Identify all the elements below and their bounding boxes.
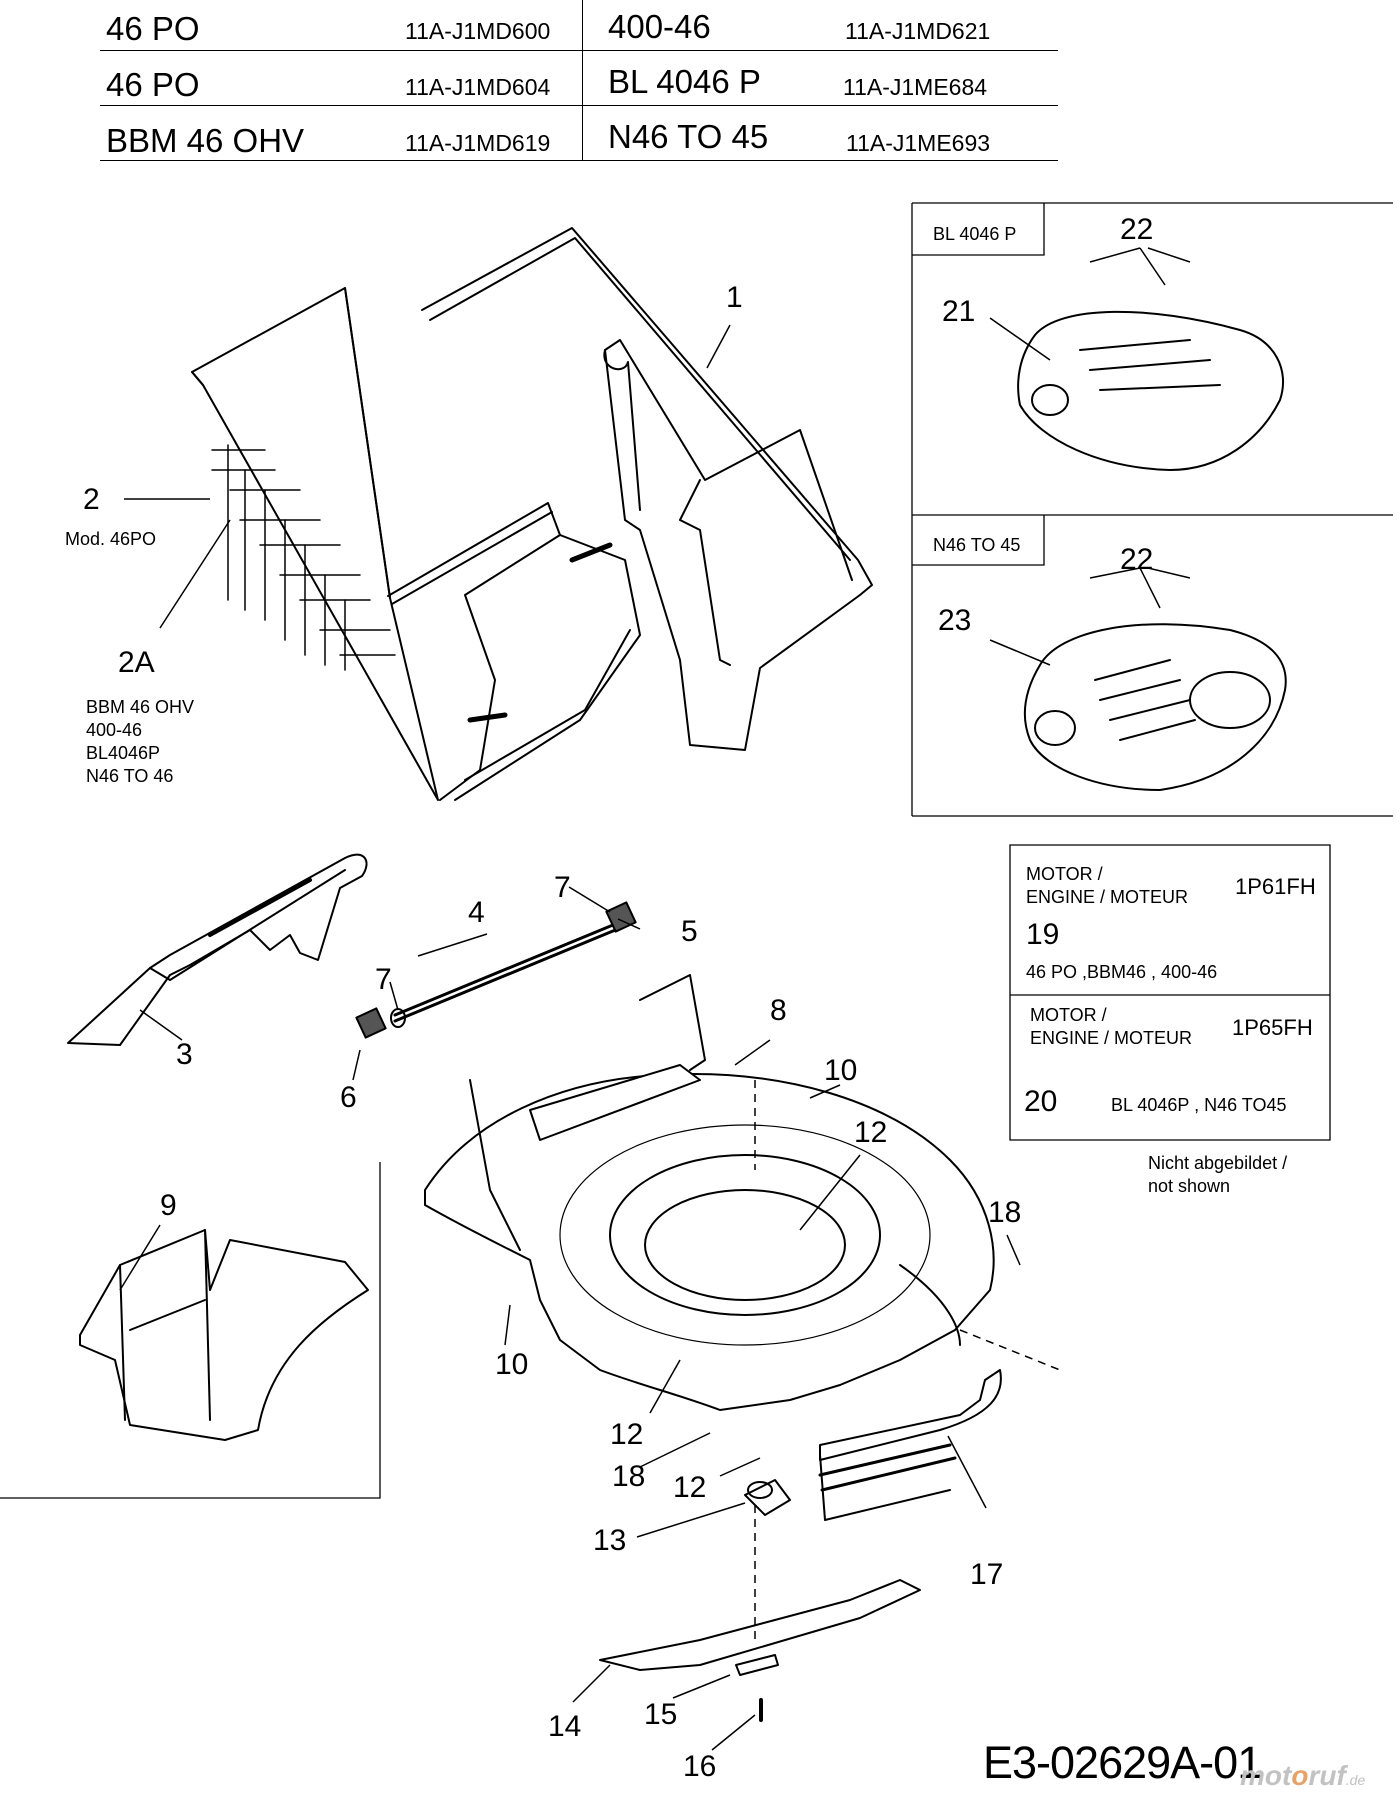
model-name: BBM 46 OHV [106, 122, 305, 159]
watermark-part: o [1291, 1760, 1309, 1791]
part-2a-model-list: BBM 46 OHV 400-46 BL4046P N46 TO 46 [86, 696, 194, 788]
model-name: 46 PO [106, 66, 200, 103]
callout-part-18: 18 [612, 1460, 646, 1493]
motor-models: BL 4046P , N46 TO45 [1111, 1095, 1287, 1115]
motor-label-line: MOTOR / [1030, 1005, 1107, 1025]
grass-bag-drawing [191, 287, 641, 801]
not-shown-line: Nicht abgebildet / [1148, 1153, 1288, 1173]
engine-cover-21-drawing [1017, 310, 1285, 471]
mower-deck-drawing [424, 974, 1002, 1521]
model-code: 11A-J1MD621 [845, 18, 991, 44]
callout-part-22: 22 [1120, 543, 1154, 576]
motor-label-line: ENGINE / MOTEUR [1030, 1028, 1193, 1048]
model-name: 46 PO [106, 10, 200, 47]
part-number: 20 [1024, 1085, 1058, 1118]
rear-deflector-drawing [67, 853, 368, 1046]
watermark-part: ruf [1308, 1760, 1346, 1791]
inset-label-bl4046p: BL 4046 P [933, 224, 1017, 244]
engine-code: 1P65FH [1232, 1015, 1313, 1040]
part-2a-model: N46 TO 46 [86, 766, 174, 786]
motor-label-line: ENGINE / MOTEUR [1026, 887, 1189, 907]
callout-part-14: 14 [548, 1710, 582, 1743]
callout-part-4: 4 [468, 896, 485, 929]
motor-label-line: MOTOR / [1026, 864, 1103, 884]
bag-frame-drawing [421, 227, 873, 751]
model-name: 400-46 [608, 8, 711, 45]
model-name: N46 TO 45 [608, 118, 769, 155]
callout-part-7: 7 [554, 871, 571, 904]
part-number: 19 [1026, 918, 1060, 951]
motor-label: MOTOR / ENGINE / MOTEUR [1030, 1004, 1192, 1050]
callout-part-22: 22 [1120, 213, 1154, 246]
callout-part-18: 18 [988, 1196, 1022, 1229]
part-2-note: Mod. 46PO [65, 529, 157, 549]
model-code: 11A-J1MD604 [405, 74, 551, 100]
model-code: 11A-J1ME693 [846, 130, 991, 156]
callout-part-6: 6 [340, 1081, 357, 1114]
callout-part-12: 12 [673, 1471, 707, 1504]
engine-cover-23-drawing [1023, 623, 1287, 791]
mulch-insert-drawing [79, 1229, 369, 1441]
part-2a-model: BL4046P [86, 743, 161, 763]
drawing-code: E3-02629A-01 [983, 1737, 1262, 1788]
callout-part-8: 8 [770, 994, 787, 1027]
callout-part-16: 16 [683, 1750, 717, 1783]
blade-assembly-drawing [599, 1479, 921, 1722]
callout-part-3: 3 [176, 1038, 193, 1071]
callout-part-15: 15 [644, 1698, 678, 1731]
callout-part-10: 10 [824, 1054, 858, 1087]
callout-part-10: 10 [495, 1348, 529, 1381]
callout-part-5: 5 [681, 915, 698, 948]
engine-code: 1P61FH [1235, 874, 1316, 899]
watermark-logo: motoruf.de [1240, 1760, 1365, 1792]
callout-part-23: 23 [938, 604, 972, 637]
callout-part-12: 12 [854, 1116, 888, 1149]
model-name: BL 4046 P [608, 63, 761, 100]
callout-part-13: 13 [593, 1524, 627, 1557]
part-2a-model: BBM 46 OHV [86, 697, 195, 717]
model-code: 11A-J1MD600 [405, 18, 551, 44]
motor-models: 46 PO ,BBM46 , 400-46 [1026, 962, 1218, 982]
callout-part-9: 9 [160, 1189, 177, 1222]
inset-label-n46to45: N46 TO 45 [933, 535, 1021, 555]
motor-label: MOTOR / ENGINE / MOTEUR [1026, 863, 1188, 909]
watermark-part: mot [1240, 1760, 1292, 1791]
callout-part-21: 21 [942, 295, 976, 328]
not-shown-note: Nicht abgebildet / not shown [1148, 1152, 1287, 1198]
not-shown-line: not shown [1148, 1176, 1231, 1196]
callout-part-2: 2 [83, 483, 100, 516]
model-code: 11A-J1MD619 [405, 130, 551, 156]
callout-part-1: 1 [726, 281, 743, 314]
model-code: 11A-J1ME684 [843, 74, 988, 100]
callout-part-17: 17 [970, 1558, 1004, 1591]
callout-part-12: 12 [610, 1418, 644, 1451]
watermark-part: .de [1345, 1772, 1366, 1788]
callout-part-2a: 2A [118, 646, 155, 679]
callout-part-7: 7 [375, 963, 392, 996]
part-2a-model: 400-46 [86, 720, 143, 740]
axle-assembly-drawing [355, 901, 637, 1039]
